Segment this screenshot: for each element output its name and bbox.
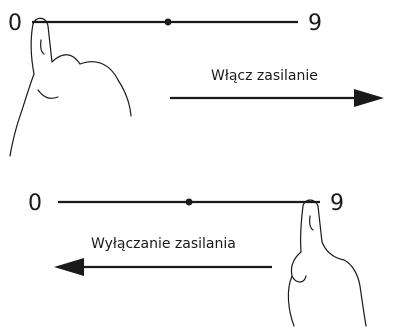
top-direction-arrow <box>170 89 384 107</box>
top-arrow-head <box>354 89 384 107</box>
top-slider-midpoint <box>164 18 172 26</box>
top-action-label: Włącz zasilanie <box>211 68 318 84</box>
bottom-max-label: 9 <box>330 191 344 216</box>
top-min-label: 0 <box>8 11 22 36</box>
top-max-label: 9 <box>308 11 322 36</box>
power-on-panel: 0 9 Włącz zasilanie <box>8 11 384 157</box>
bottom-min-label: 0 <box>28 191 42 216</box>
bottom-arrow-head <box>54 258 84 276</box>
bottom-slider-midpoint <box>185 198 193 206</box>
power-off-panel: 0 9 Wyłączanie zasilania <box>28 191 367 327</box>
finger-touch-icon <box>287 199 367 327</box>
finger-touch-icon <box>9 17 132 157</box>
bottom-direction-arrow <box>54 258 272 276</box>
bottom-action-label: Wyłączanie zasilania <box>91 236 236 252</box>
